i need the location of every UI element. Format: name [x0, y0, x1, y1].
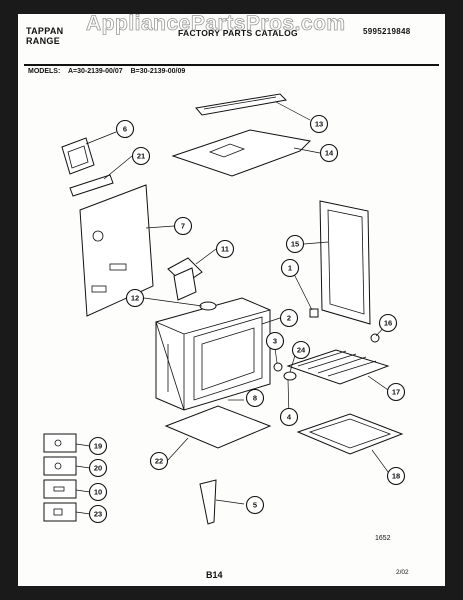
- part-oven-body: [155, 297, 271, 411]
- part-bracket: [61, 137, 95, 175]
- callout-11[interactable]: 11: [215, 239, 235, 259]
- parts-diagram-sheet: 6 21 13 14 7 11 15 12 1 2 16 3 24 17 8 4…: [18, 14, 445, 586]
- callout-21[interactable]: 21: [131, 146, 151, 166]
- catalog-title: FACTORY PARTS CATALOG: [178, 28, 298, 38]
- part-clip: [199, 479, 217, 525]
- callout-24-label: 24: [297, 346, 306, 355]
- callout-23[interactable]: 23: [88, 504, 108, 524]
- part-side-panel: [79, 184, 154, 317]
- callout-2[interactable]: 2: [279, 308, 299, 328]
- callout-12[interactable]: 12: [125, 288, 145, 308]
- callout-17-label: 17: [392, 388, 400, 397]
- callout-8-label: 8: [253, 394, 257, 403]
- callout-13[interactable]: 13: [309, 114, 329, 134]
- callout-11-label: 11: [221, 245, 229, 254]
- callout-22[interactable]: 22: [149, 451, 169, 471]
- callout-15-label: 15: [291, 240, 299, 249]
- callout-5[interactable]: 5: [245, 495, 265, 515]
- callout-16-label: 16: [384, 319, 392, 328]
- callout-21-label: 21: [137, 152, 145, 161]
- part-grommet: [199, 301, 217, 311]
- callout-5-label: 5: [253, 501, 257, 510]
- callout-16[interactable]: 16: [378, 313, 398, 333]
- callout-4[interactable]: 4: [279, 407, 299, 427]
- callout-13-label: 13: [315, 120, 323, 129]
- callout-22-label: 22: [155, 457, 163, 466]
- part-small-parts-boxes: [43, 433, 77, 522]
- part-oven-rack: [286, 349, 390, 385]
- callout-20-label: 20: [94, 464, 102, 473]
- callout-10[interactable]: 10: [88, 482, 108, 502]
- part-hinge-bracket: [167, 257, 203, 301]
- callout-23-label: 23: [94, 510, 102, 519]
- diagram-code: 1652: [375, 535, 391, 542]
- callout-20[interactable]: 20: [88, 458, 108, 478]
- models-label: MODELS:: [28, 68, 61, 75]
- models-line: MODELS: A=30-2139-00/07 B=30-2139-00/09: [28, 68, 191, 75]
- callout-12-label: 12: [131, 294, 139, 303]
- callout-4-label: 4: [287, 413, 292, 422]
- part-top-trim: [195, 93, 288, 116]
- callout-19-label: 19: [94, 442, 102, 451]
- part-rail-strip: [69, 174, 114, 197]
- callout-1[interactable]: 1: [280, 258, 300, 278]
- part-top-panel: [171, 129, 312, 177]
- callout-7-label: 7: [181, 222, 185, 231]
- exploded-view-diagram: 6 21 13 14 7 11 15 12 1 2 16 3 24 17 8 4…: [43, 93, 406, 525]
- callout-24[interactable]: 24: [291, 340, 311, 360]
- watermark-logo: AppliancePartsPros.com: [86, 14, 346, 35]
- model-a: A=30-2139-00/07: [67, 68, 123, 75]
- callout-7[interactable]: 7: [173, 216, 193, 236]
- callout-6[interactable]: 6: [115, 119, 135, 139]
- callout-8[interactable]: 8: [245, 388, 265, 408]
- page-number: B14: [206, 570, 223, 580]
- callout-14[interactable]: 14: [319, 143, 339, 163]
- callout-1-label: 1: [288, 264, 292, 273]
- date-code: 2/02: [396, 569, 409, 576]
- callout-18-label: 18: [392, 472, 400, 481]
- part-bottom-panel: [164, 405, 272, 449]
- callout-19[interactable]: 19: [88, 436, 108, 456]
- brand-line-2: RANGE: [26, 36, 61, 46]
- callout-6-label: 6: [123, 125, 127, 134]
- callout-18[interactable]: 18: [386, 466, 406, 486]
- callout-14-label: 14: [325, 149, 334, 158]
- catalog-part-number: 5995219848: [363, 27, 411, 36]
- model-b: B=30-2139-00/09: [130, 68, 186, 75]
- brand-line-1: TAPPAN: [26, 26, 64, 36]
- callout-3-label: 3: [273, 337, 277, 346]
- callout-15[interactable]: 15: [285, 234, 305, 254]
- callout-3[interactable]: 3: [265, 331, 285, 351]
- header-divider: [24, 64, 439, 66]
- callout-2-label: 2: [287, 314, 291, 323]
- part-door-frame: [319, 200, 371, 325]
- callout-17[interactable]: 17: [386, 382, 406, 402]
- part-broiler-pan: [296, 413, 404, 455]
- callout-10-label: 10: [94, 488, 102, 497]
